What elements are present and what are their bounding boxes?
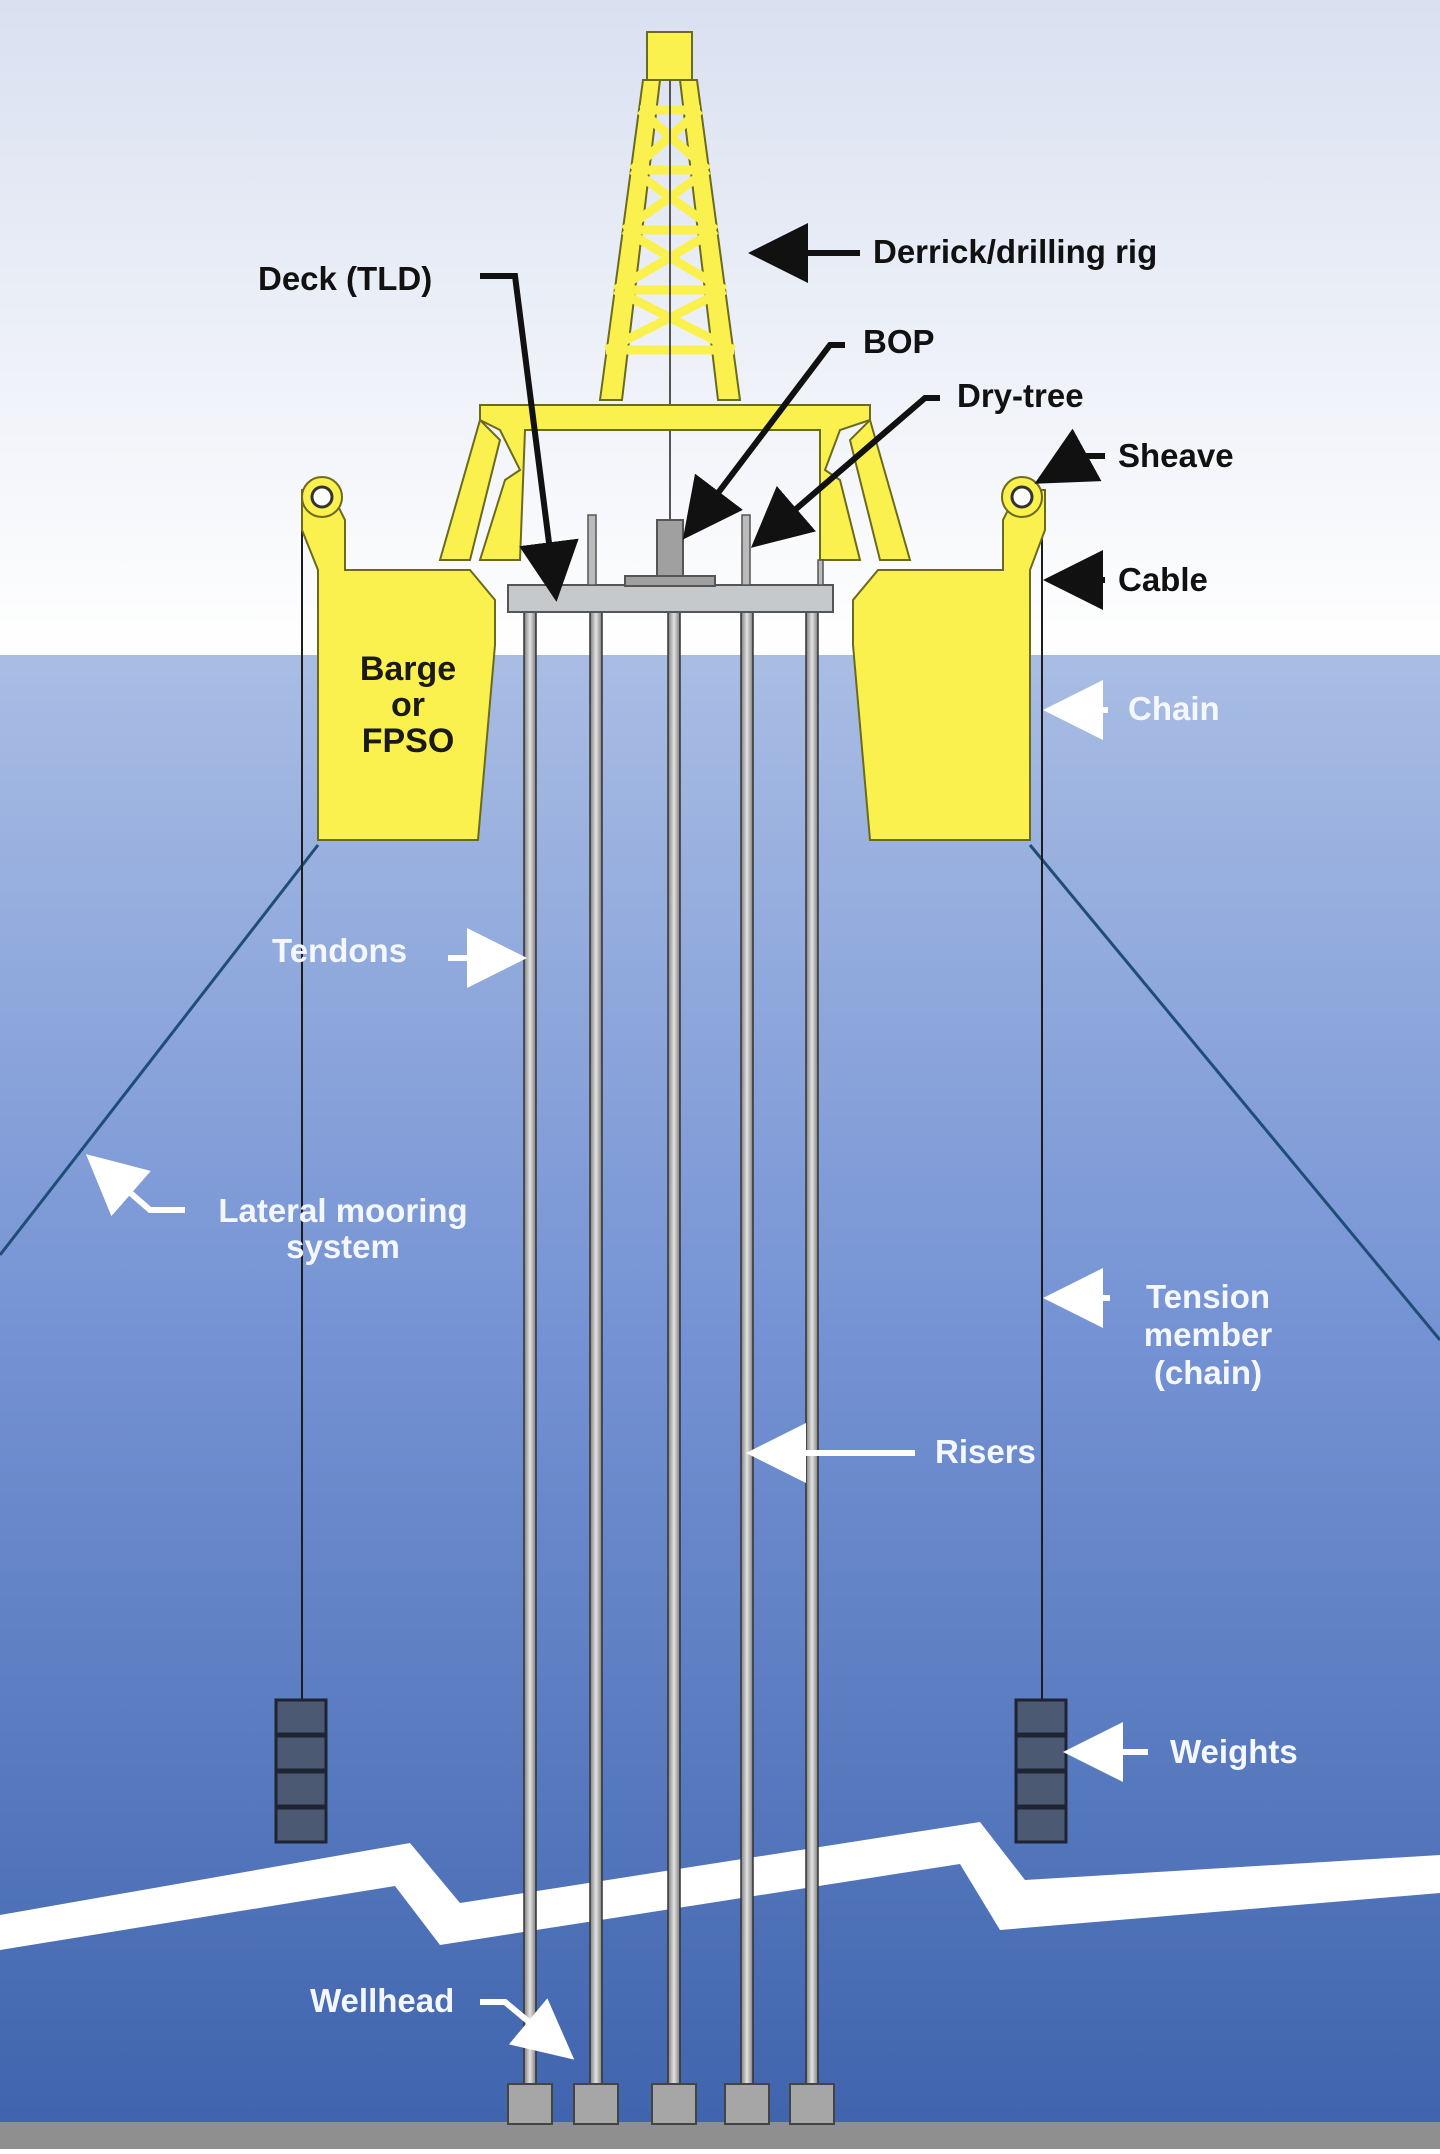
label-chain: Chain bbox=[1128, 690, 1220, 727]
weights-right bbox=[1014, 1698, 1068, 1844]
label-lateral-line2: system bbox=[286, 1228, 400, 1265]
label-tendons: Tendons bbox=[272, 932, 407, 969]
label-tension-line2: member bbox=[1144, 1316, 1273, 1353]
riser-4 bbox=[740, 611, 754, 2091]
water bbox=[0, 655, 1440, 2149]
label-bop: BOP bbox=[863, 323, 935, 360]
label-cable: Cable bbox=[1118, 561, 1208, 598]
wellhead-arrow bbox=[480, 1998, 575, 2060]
label-barge-line2: or bbox=[391, 686, 425, 724]
wellheads bbox=[507, 2083, 835, 2125]
dry-tree-arrow bbox=[750, 395, 940, 548]
dry-tree-equipment bbox=[587, 514, 824, 586]
weights-left bbox=[274, 1698, 328, 1844]
bop-stack bbox=[624, 519, 716, 587]
label-tension-line1: Tension bbox=[1146, 1278, 1270, 1315]
label-weights: Weights bbox=[1170, 1733, 1298, 1770]
label-barge-line3: FPSO bbox=[362, 722, 455, 760]
label-derrick: Derrick/drilling rig bbox=[873, 233, 1157, 270]
label-sheave: Sheave bbox=[1118, 437, 1234, 474]
label-wellhead: Wellhead bbox=[310, 1982, 454, 2019]
riser-5 bbox=[805, 611, 819, 2091]
lateral-mooring-arrow bbox=[85, 1154, 185, 1217]
sheaves bbox=[310, 485, 1034, 509]
leader-lines-light bbox=[85, 680, 1148, 2060]
lateral-mooring-line-left bbox=[0, 844, 320, 1256]
bop-arrow bbox=[682, 342, 845, 540]
label-lateral-line1: Lateral mooring bbox=[218, 1192, 467, 1229]
label-barge-line1: Barge bbox=[360, 650, 456, 688]
deck-arrow bbox=[480, 273, 579, 602]
seabed bbox=[0, 2122, 1440, 2149]
riser-3 bbox=[667, 611, 681, 2091]
leader-lines-dark bbox=[480, 223, 1105, 610]
lateral-mooring-line-right bbox=[1028, 844, 1440, 1341]
depth-break-band bbox=[0, 1822, 1440, 1950]
riser-1 bbox=[523, 611, 537, 2091]
riser-2 bbox=[589, 611, 603, 2091]
label-dry-tree: Dry-tree bbox=[957, 377, 1084, 414]
sheave-arrow bbox=[1034, 428, 1105, 484]
label-tension-line3: (chain) bbox=[1154, 1354, 1262, 1391]
derrick bbox=[598, 31, 742, 520]
deck-frame bbox=[438, 404, 912, 561]
label-deck: Deck (TLD) bbox=[258, 260, 432, 297]
barge-left bbox=[301, 476, 496, 841]
label-risers: Risers bbox=[935, 1433, 1036, 1470]
